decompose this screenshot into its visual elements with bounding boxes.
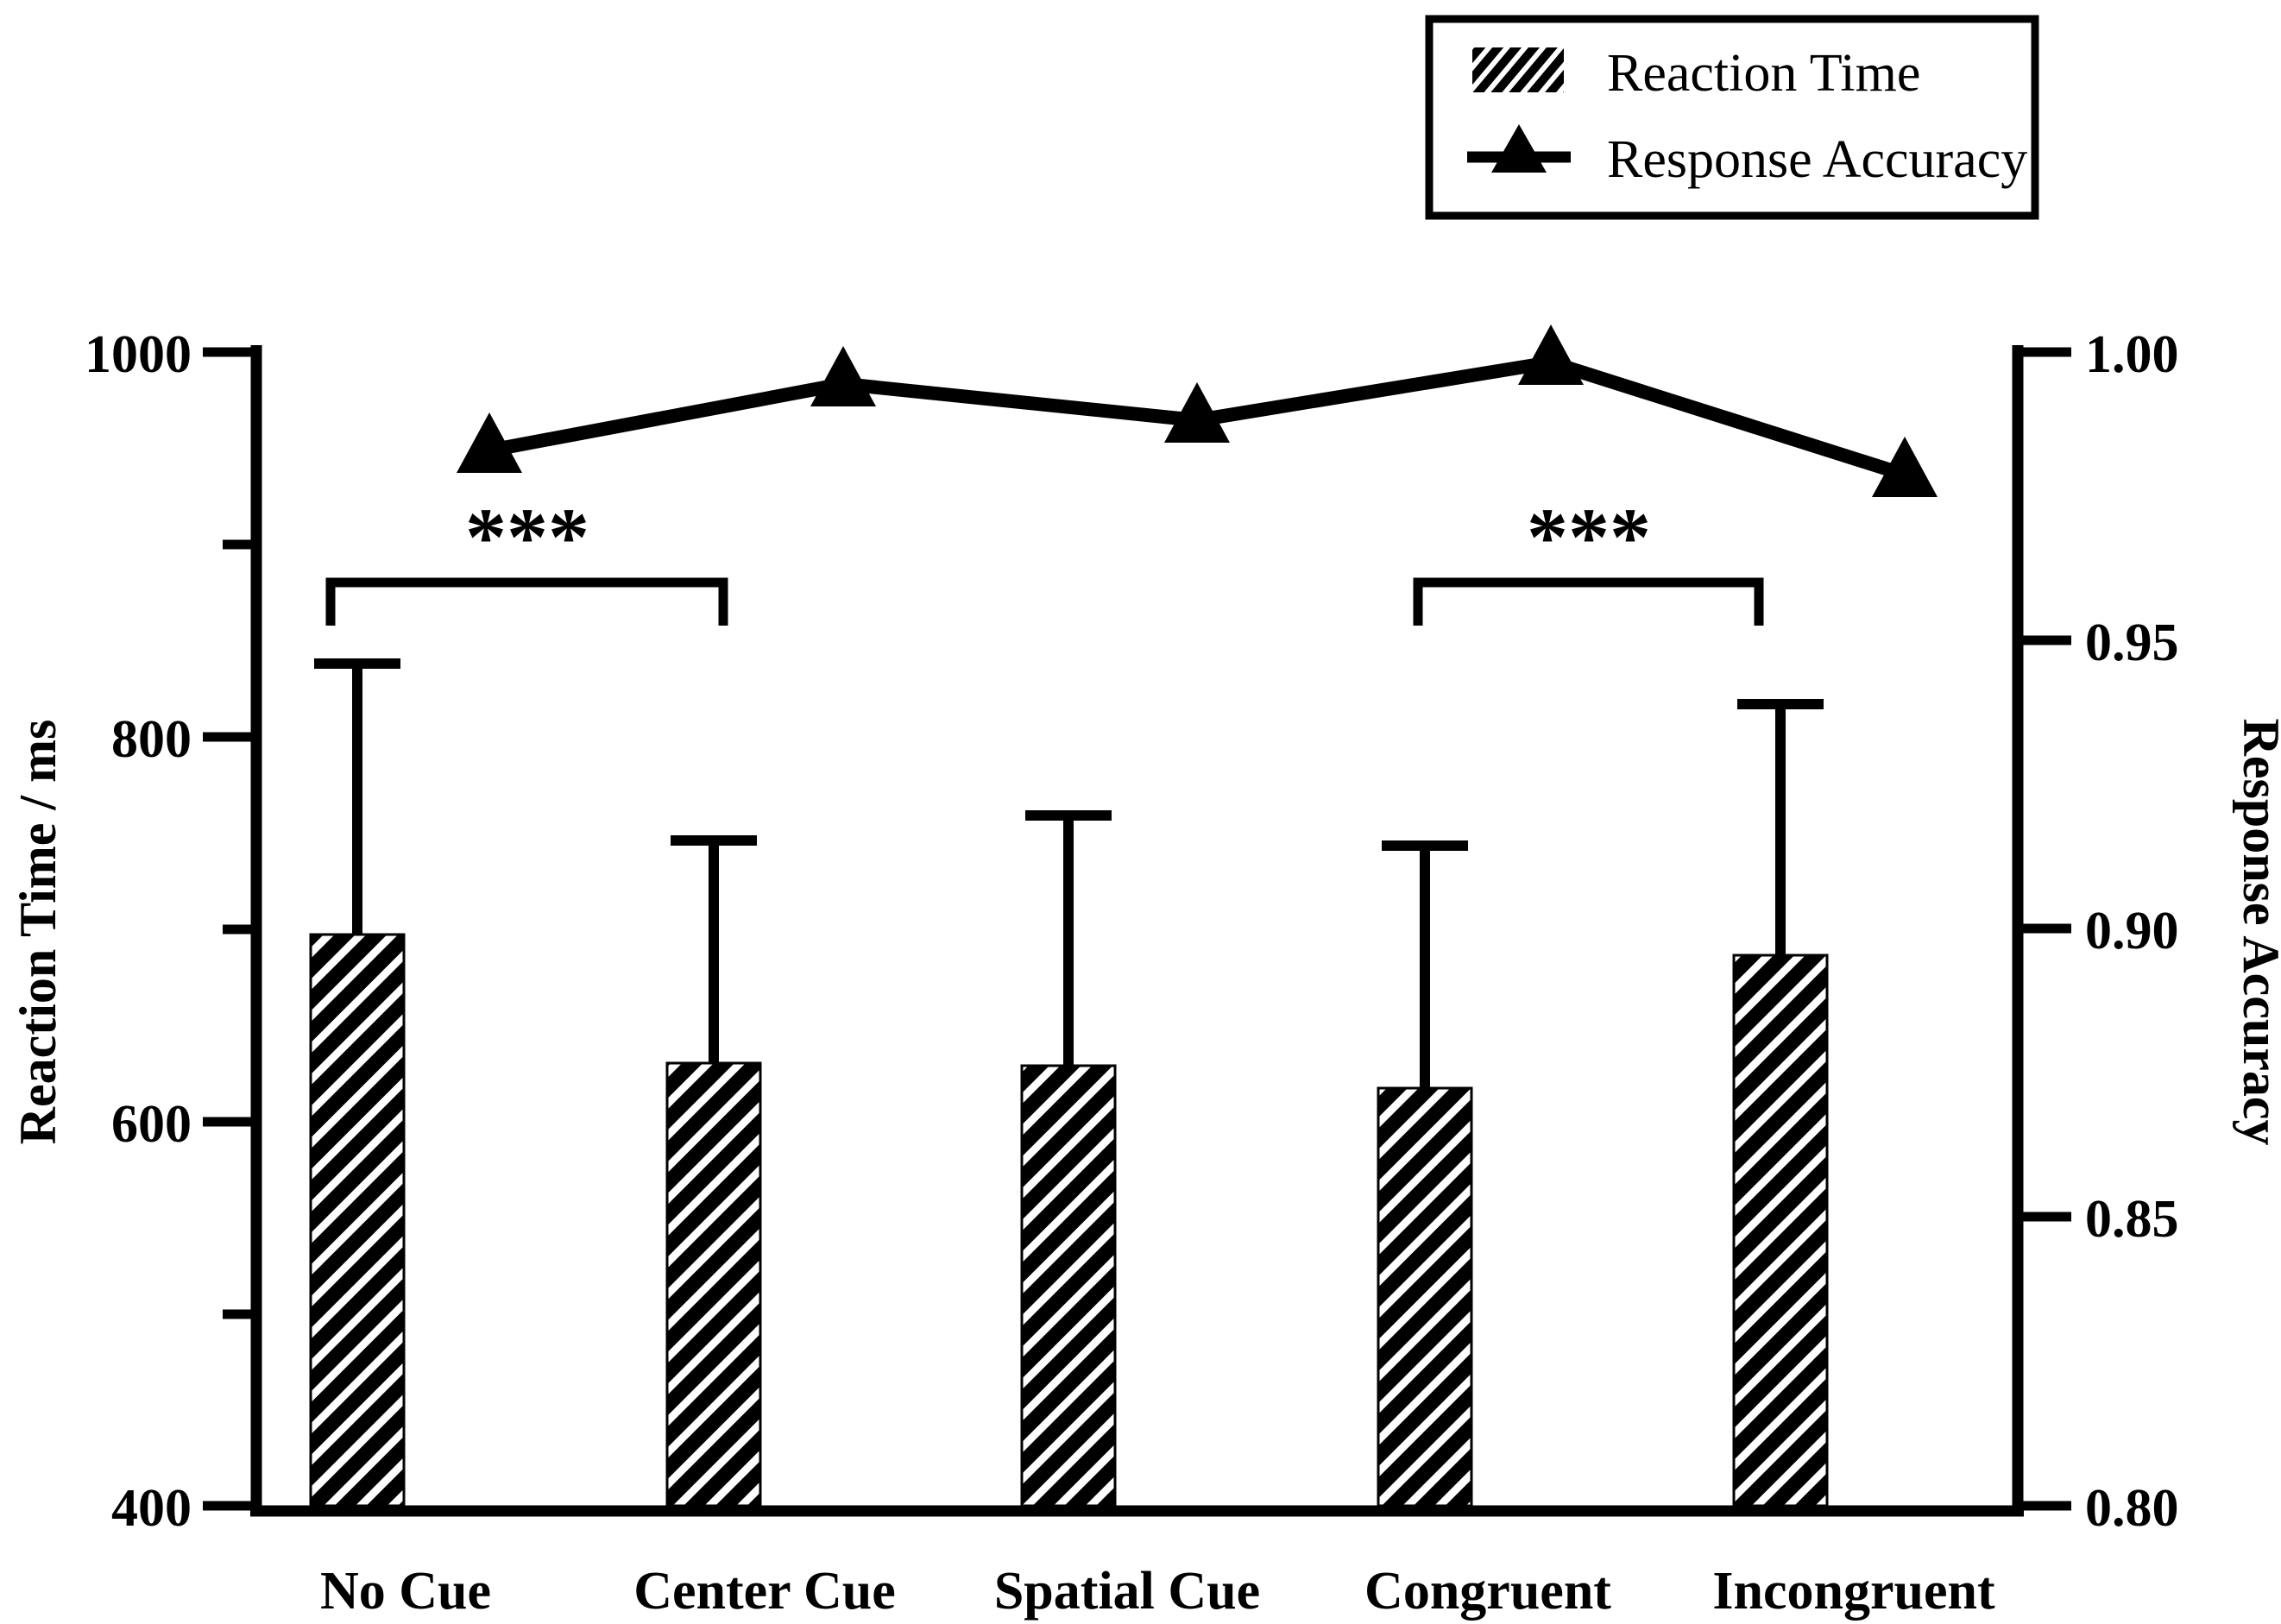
error-bar-spatial-cue: [1025, 810, 1112, 1066]
y-axis-title: Reaction Time / ms: [9, 720, 66, 1145]
y2tick-label-1p00: 1.00: [2085, 325, 2179, 384]
error-bar-incongruent: [1737, 699, 1824, 955]
y2tick-label-0p85: 0.85: [2085, 1190, 2179, 1249]
error-bar-center-cue: [671, 835, 757, 1063]
ytick-label-600: 600: [111, 1095, 192, 1154]
bar-spatial-cue: [1020, 1064, 1117, 1508]
bar-center-cue: [665, 1061, 762, 1508]
xtick-label-spatial-cue: Spatial Cue: [994, 1562, 1260, 1621]
significance-bracket-two: ***: [1413, 491, 1764, 626]
legend-label-response-accuracy: Response Accuracy: [1607, 130, 2027, 189]
accuracy-line-series: [457, 324, 1938, 497]
chart-legend: Reaction Time Response Accuracy: [1425, 15, 2039, 220]
axis-right: 1.00 0.95 0.90 0.85 0.80 Response Accura…: [2012, 325, 2281, 1538]
accuracy-marker-spatial-cue: [1164, 382, 1230, 443]
ytick-label-800: 800: [111, 710, 192, 769]
xtick-label-incongruent: Incongruent: [1712, 1562, 1995, 1621]
y2tick-label-0p80: 0.80: [2085, 1479, 2179, 1538]
significance-bracket-one: ***: [325, 491, 728, 626]
xtick-label-center-cue: Center Cue: [633, 1562, 896, 1621]
error-bar-congruent: [1382, 840, 1468, 1088]
xtick-label-congruent: Congruent: [1364, 1562, 1611, 1621]
accuracy-marker-congruent: [1518, 324, 1584, 385]
significance-label-two: ***: [1527, 491, 1651, 583]
error-bar-no-cue: [314, 658, 400, 935]
accuracy-marker-no-cue: [457, 412, 522, 473]
bar-incongruent: [1732, 954, 1829, 1508]
legend-label-reaction-time: Reaction Time: [1607, 44, 1920, 103]
ytick-label-400: 400: [111, 1479, 192, 1538]
bar-congruent: [1377, 1086, 1473, 1508]
y2tick-label-0p95: 0.95: [2085, 614, 2179, 672]
significance-label-one: ***: [465, 491, 589, 583]
ytick-label-1000: 1000: [85, 325, 192, 384]
x-axis-labels: No Cue Center Cue Spatial Cue Congruent …: [320, 1562, 1995, 1621]
axis-left: 1000 800 600 400 Reaction Time / ms: [9, 325, 262, 1538]
bar-no-cue: [309, 933, 406, 1508]
bars-group: [309, 933, 1829, 1508]
hatch-swatch-icon: [1472, 47, 1564, 92]
xtick-label-no-cue: No Cue: [320, 1562, 491, 1621]
accuracy-marker-center-cue: [810, 346, 876, 406]
accuracy-marker-incongruent: [1872, 437, 1938, 497]
error-bars-group: [314, 658, 1824, 1088]
triangle-marker-icon: [1467, 124, 1571, 173]
y2-axis-title: Response Accuracy: [2233, 719, 2281, 1146]
y2tick-label-0p90: 0.90: [2085, 902, 2179, 960]
